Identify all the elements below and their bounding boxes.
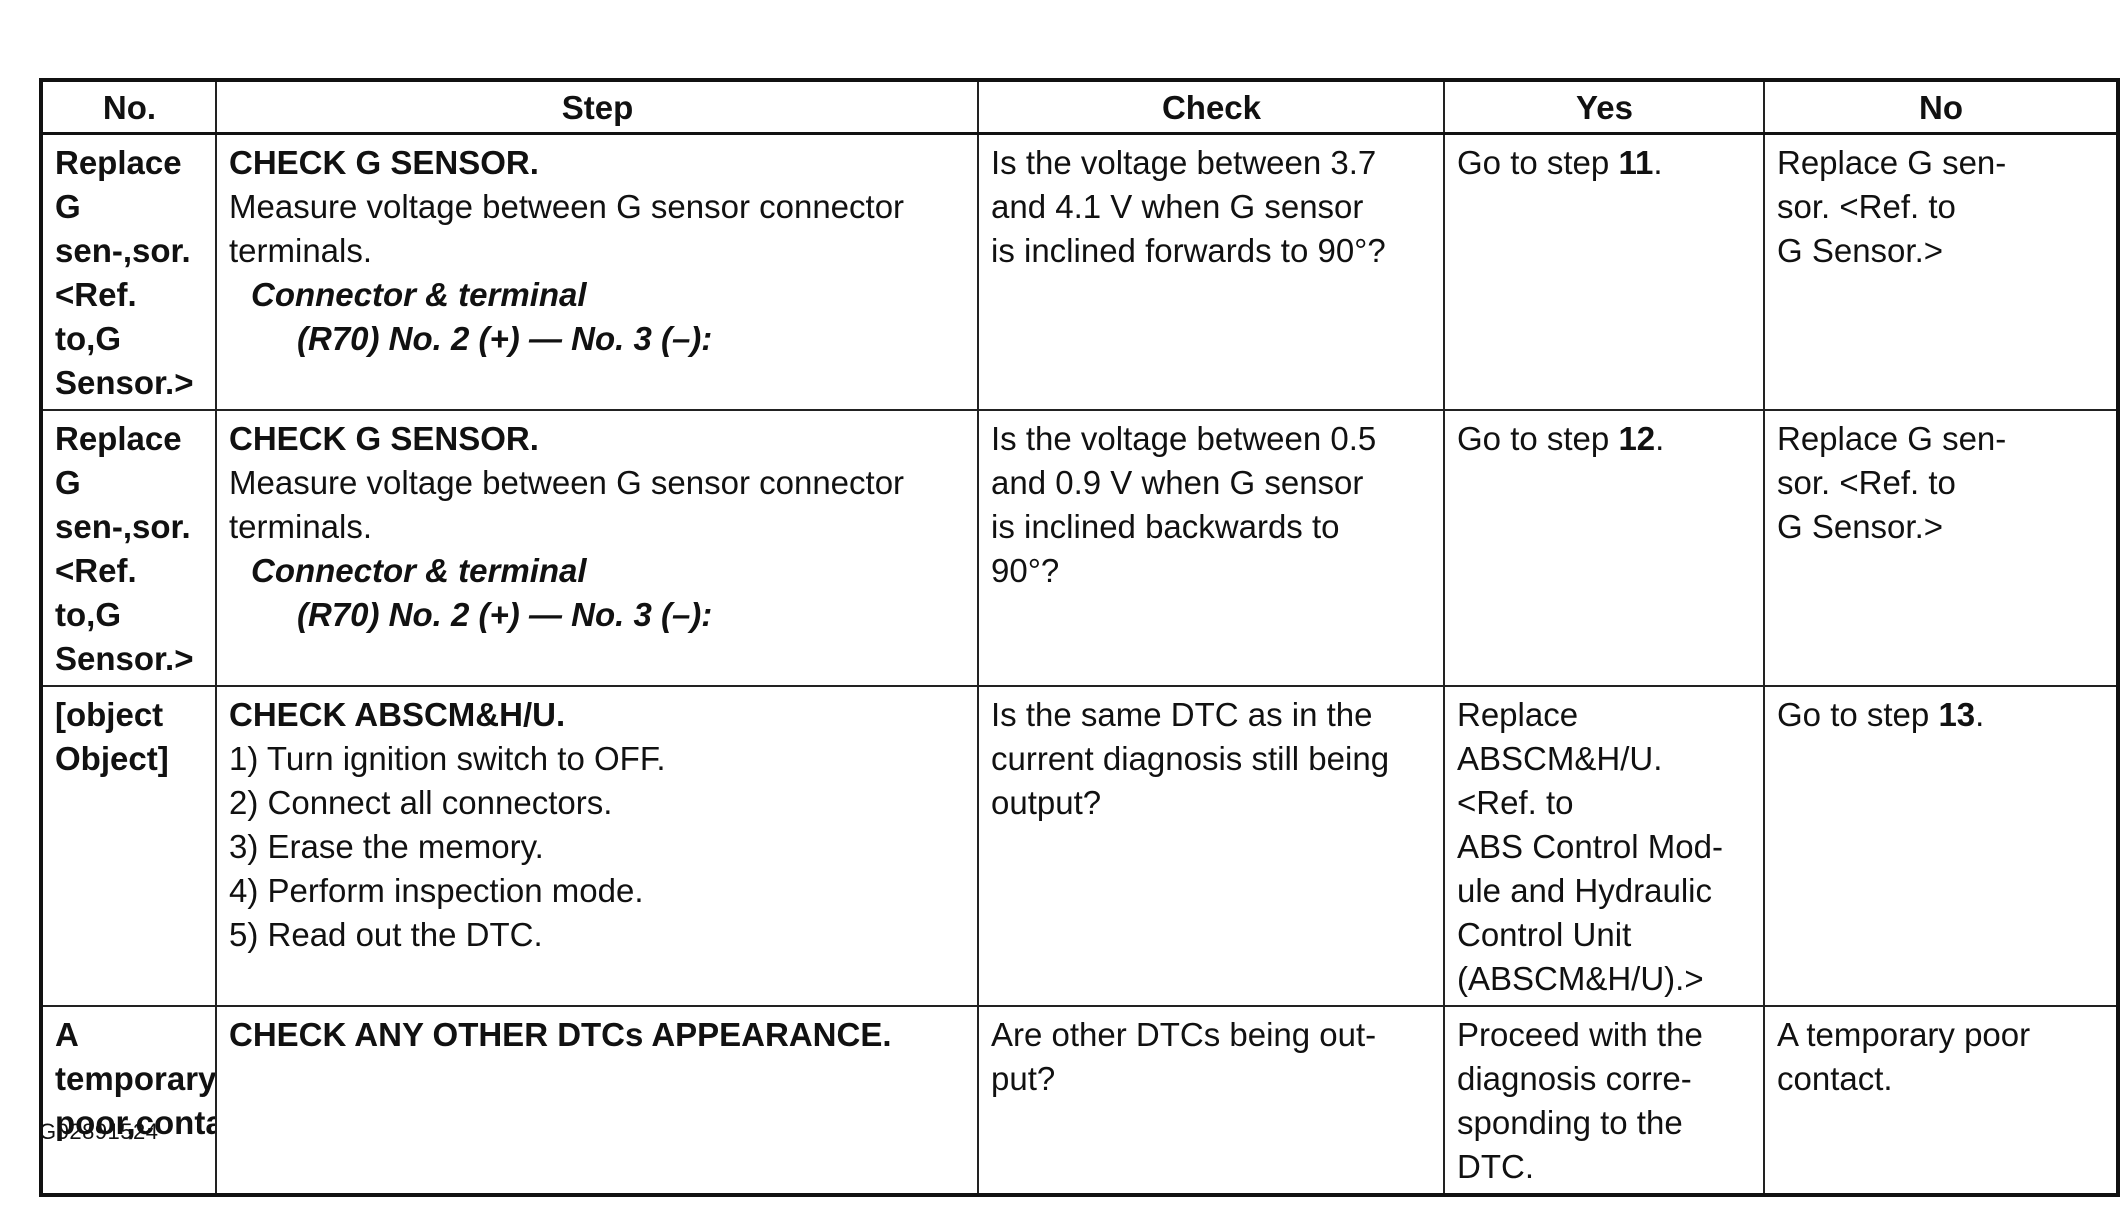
row-number: A temporary poor,contact. [40,1005,217,1196]
header-row: No. Step Check Yes No [40,79,2119,135]
header-no-result: No [1763,79,2119,135]
yes-prefix: Go to step [1457,144,1619,181]
row-number: Replace G sen-,sor. <Ref. to,G Sensor.> [40,409,217,687]
yes-prefix: Go to step [1457,420,1619,457]
header-no: No. [40,79,217,135]
no-text-line: A temporary poor [1777,1016,2031,1053]
yes-step-ref: 12 [1618,420,1656,457]
yes-step-ref: 11 [1618,144,1654,181]
header-step: Step [215,79,979,135]
yes-text-line: DTC. [1457,1148,1534,1185]
no-text: Go to step 13. [1777,693,2105,737]
check-text-line: is inclined backwards to [991,508,1340,545]
no-cell: Replace G sen- sor. <Ref. to G Sensor.> [1763,132,2119,411]
step-title: CHECK ABSCM&H/U. [229,696,566,733]
step-text-line: 2) Connect all connectors. [229,784,613,821]
check-text-line: put? [991,1060,1056,1097]
step-text-line: 4) Perform inspection mode. [229,872,644,909]
no-step-ref: 13 [1938,696,1976,733]
no-text-line: contact. [1777,1060,1893,1097]
check-text-line: and 4.1 V when G sensor [991,188,1364,225]
table-row: Replace G sen-,sor. <Ref. to,G Sensor.> … [40,409,2119,687]
step-text-line: 3) Erase the memory. [229,828,544,865]
check-cell: Is the same DTC as in the current diagno… [977,685,1445,1007]
step-title: CHECK G SENSOR. [229,144,539,181]
table-row: Replace G sen-,sor. <Ref. to,G Sensor.> … [40,132,2119,411]
yes-cell: Replace ABSCM&H/U. <Ref. to ABS Control … [1443,685,1765,1007]
check-text-line: current diagnosis still being [991,740,1390,777]
no-cell: A temporary poor contact. [1763,1005,2119,1196]
row-number: Replace G sen-,sor. <Ref. to,G Sensor.> [40,132,217,411]
header-check: Check [977,79,1445,135]
step-text-line: Measure voltage between G sensor connect… [229,464,905,501]
row-number: [object Object] [40,685,217,1007]
yes-text: Go to step 12. [1457,417,1752,461]
step-cell: CHECK ABSCM&H/U. 1) Turn ignition switch… [215,685,979,1007]
connector-terminals: (R70) No. 2 (+) — No. 3 (–): [297,320,713,357]
no-text-line: Replace G sen- [1777,420,2007,457]
yes-text-line: sponding to the [1457,1104,1683,1141]
check-text-line: and 0.9 V when G sensor [991,464,1364,501]
yes-text-line: (ABSCM&H/U).> [1457,960,1704,997]
yes-cell: Go to step 11. [1443,132,1765,411]
no-text-line: G Sensor.> [1777,508,1944,545]
no-text-line: Replace G sen- [1777,144,2007,181]
check-text-line: Is the same DTC as in the [991,696,1373,733]
check-text-line: Is the voltage between 0.5 [991,420,1377,457]
yes-text-line: ule and Hydraulic [1457,872,1712,909]
diagnostic-table: No. Step Check Yes No Replace G sen-,sor… [39,78,2120,1197]
yes-text: Go to step 11. [1457,141,1752,185]
no-text-line: sor. <Ref. to [1777,188,1956,225]
step-cell: CHECK ANY OTHER DTCs APPEARANCE. [215,1005,979,1196]
step-text-line: terminals. [229,232,373,269]
step-text-line: 1) Turn ignition switch to OFF. [229,740,666,777]
yes-text-line: Replace [1457,696,1579,733]
yes-text-line: ABSCM&H/U. [1457,740,1663,777]
figure-id: G02891524 [39,1119,159,1144]
no-cell: Replace G sen- sor. <Ref. to G Sensor.> [1763,409,2119,687]
table-row: A temporary poor,contact. CHECK ANY OTHE… [40,1005,2119,1196]
step-cell: CHECK G SENSOR. Measure voltage between … [215,409,979,687]
no-suffix: . [1975,696,1985,733]
yes-text-line: diagnosis corre- [1457,1060,1692,1097]
yes-text-line: Proceed with the [1457,1016,1703,1053]
yes-suffix: . [1655,420,1665,457]
yes-text-line: <Ref. to [1457,784,1574,821]
yes-suffix: . [1653,144,1663,181]
check-cell: Are other DTCs being out- put? [977,1005,1445,1196]
connector-label: Connector & terminal [251,276,587,313]
table-row: [object Object] CHECK ABSCM&H/U. 1) Turn… [40,685,2119,1007]
yes-cell: Proceed with the diagnosis corre- spondi… [1443,1005,1765,1196]
connector-terminals: (R70) No. 2 (+) — No. 3 (–): [297,596,713,633]
check-text-line: Is the voltage between 3.7 [991,144,1377,181]
step-text-line: terminals. [229,508,373,545]
yes-text-line: Control Unit [1457,916,1632,953]
no-text-line: G Sensor.> [1777,232,1944,269]
step-text-line: Measure voltage between G sensor connect… [229,188,905,225]
connector-label: Connector & terminal [251,552,587,589]
header-yes: Yes [1443,79,1765,135]
yes-cell: Go to step 12. [1443,409,1765,687]
no-text-line: sor. <Ref. to [1777,464,1956,501]
check-text-line: is inclined forwards to 90°? [991,232,1386,269]
yes-text-line: ABS Control Mod- [1457,828,1723,865]
check-text-line: output? [991,784,1102,821]
step-cell: CHECK G SENSOR. Measure voltage between … [215,132,979,411]
check-cell: Is the voltage between 0.5 and 0.9 V whe… [977,409,1445,687]
no-cell: Go to step 13. [1763,685,2119,1007]
step-title: CHECK ANY OTHER DTCs APPEARANCE. [229,1016,892,1053]
check-cell: Is the voltage between 3.7 and 4.1 V whe… [977,132,1445,411]
check-text-line: Are other DTCs being out- [991,1016,1377,1053]
step-text-line: 5) Read out the DTC. [229,916,543,953]
check-text-line: 90°? [991,552,1060,589]
step-title: CHECK G SENSOR. [229,420,539,457]
no-prefix: Go to step [1777,696,1939,733]
